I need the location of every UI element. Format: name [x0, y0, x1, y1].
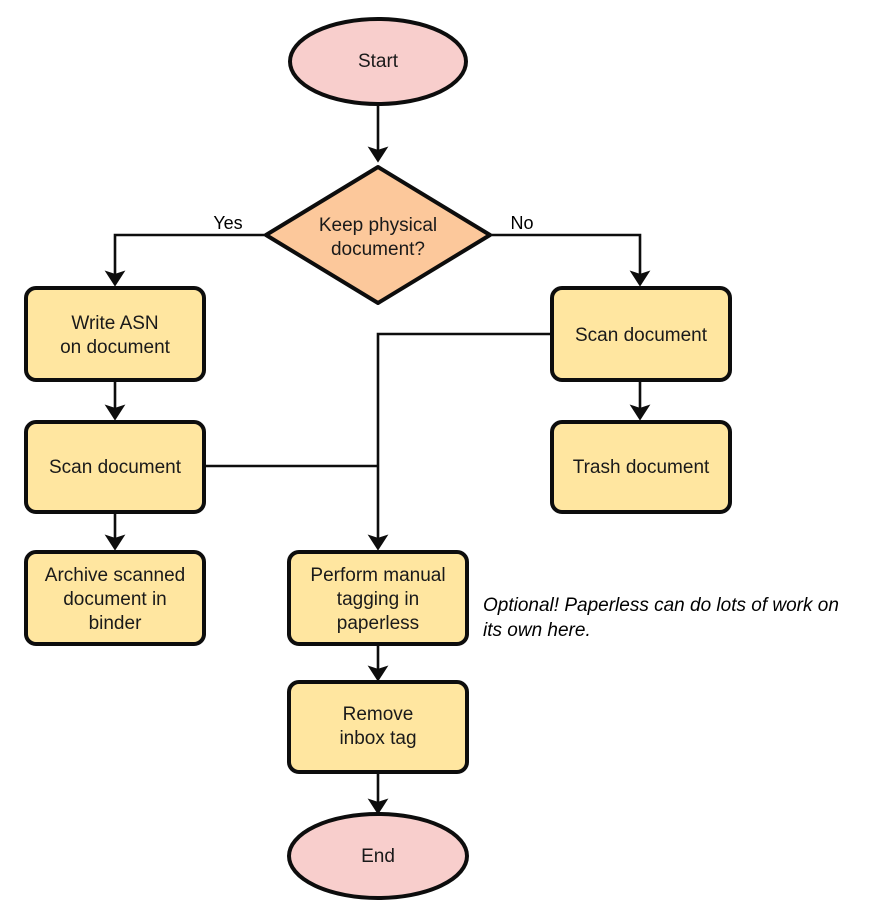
end-ellipse: [287, 812, 469, 900]
decision-label-line2: document?: [331, 239, 425, 260]
connector-layer: [104, 104, 651, 815]
tagging-label-line3: paperless: [337, 613, 419, 634]
node-scan-document-left[interactable]: Scan document: [24, 420, 206, 514]
node-remove-inbox-tag[interactable]: Remove inbox tag: [287, 680, 469, 774]
node-decision-keep-physical-document[interactable]: Keep physical document?: [264, 165, 492, 305]
edge-decision-to-write-asn: [104, 233, 266, 287]
start-label: Start: [358, 51, 399, 72]
archive-box: [24, 550, 206, 646]
scan-right-label: Scan document: [575, 325, 708, 346]
trash-box: [550, 420, 732, 514]
edge-label-yes: Yes: [213, 213, 242, 233]
annotation-optional-note: Optional! Paperless can do lots of work …: [483, 595, 839, 641]
end-label: End: [361, 846, 395, 867]
remove-inbox-label-line2: inbox tag: [339, 728, 416, 749]
remove-inbox-box: [287, 680, 469, 774]
start-ellipse: [288, 17, 468, 106]
write-asn-box: [24, 286, 206, 382]
node-scan-document-right[interactable]: Scan document: [550, 286, 732, 382]
optional-note-line2: its own here.: [483, 620, 591, 641]
edge-scan-right-to-tagging: [367, 332, 552, 551]
node-start[interactable]: Start: [288, 17, 468, 106]
node-archive-scanned-document[interactable]: Archive scanned document in binder: [24, 550, 206, 646]
tagging-label-line1: Perform manual: [310, 565, 445, 586]
edge-decision-to-scan-right: [490, 233, 651, 287]
scan-left-box: [24, 420, 206, 514]
remove-inbox-label-line1: Remove: [343, 704, 414, 725]
decision-diamond: [264, 165, 492, 305]
archive-label-line3: binder: [89, 613, 142, 634]
node-write-asn[interactable]: Write ASN on document: [24, 286, 206, 382]
tagging-box: [287, 550, 469, 646]
decision-label-line1: Keep physical: [319, 215, 437, 236]
node-perform-manual-tagging[interactable]: Perform manual tagging in paperless: [287, 550, 469, 646]
archive-label-line1: Archive scanned: [45, 565, 185, 586]
trash-label: Trash document: [573, 457, 710, 478]
write-asn-label-line1: Write ASN: [71, 313, 158, 334]
tagging-label-line2: tagging in: [337, 589, 419, 610]
write-asn-label-line2: on document: [60, 337, 171, 358]
optional-note-line1: Optional! Paperless can do lots of work …: [483, 595, 839, 616]
edge-label-no: No: [510, 213, 533, 233]
scan-right-box: [550, 286, 732, 382]
node-end[interactable]: End: [287, 812, 469, 900]
node-trash-document[interactable]: Trash document: [550, 420, 732, 514]
archive-label-line2: document in: [63, 589, 167, 610]
scan-left-label: Scan document: [49, 457, 182, 478]
